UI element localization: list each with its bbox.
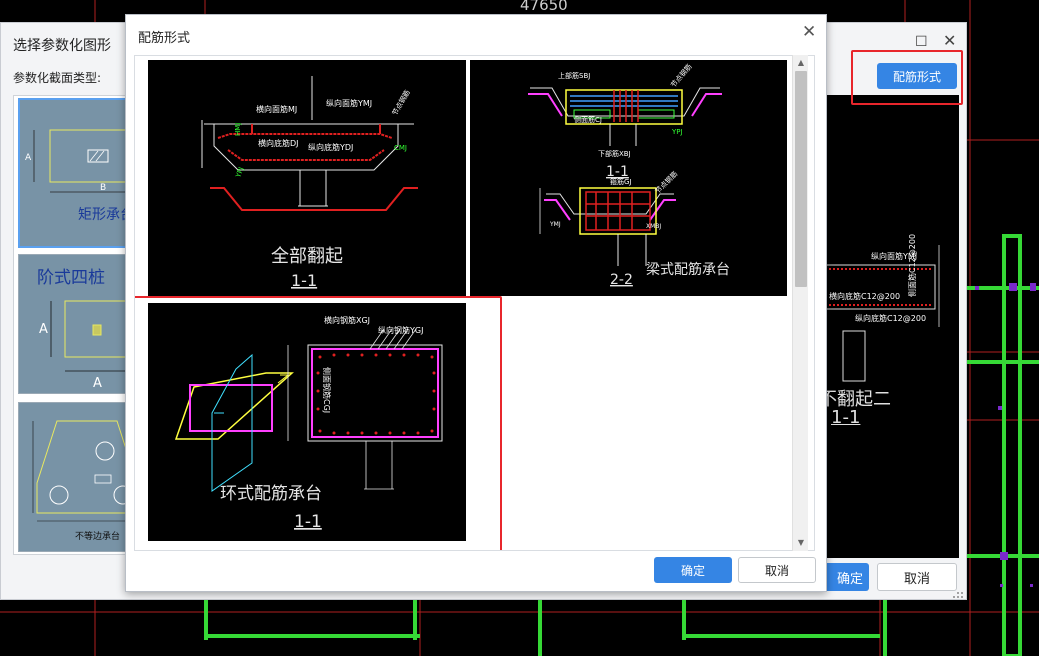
maximize-icon[interactable]: ☐: [915, 34, 928, 50]
dialog-title: 配筋形式: [138, 31, 191, 46]
option-ring-type[interactable]: 横向钢筋XGJ 纵向钢筋YGJ 侧面钢筋CGJ 环式配筋承台 1-1: [148, 303, 466, 541]
annotation-label: 侧面钢筋CGJ: [322, 367, 332, 413]
annotation-label: 侧面筋CJ: [574, 115, 602, 124]
shape-item-stepped-four-pile[interactable]: 阶式四桩 A A: [18, 254, 127, 394]
stepped-shape-icon: A A: [39, 300, 127, 391]
shape-item-label: 矩形承台: [78, 207, 126, 223]
option-full-upturn[interactable]: 横向面筋MJ 纵向面筋YMJ 横向底筋DJ 纵向底筋YDJ CMJ HMJ YP…: [148, 60, 466, 296]
option-section: 1-1: [291, 271, 317, 290]
preview-section: 1-1: [831, 407, 861, 428]
cancel-button[interactable]: 取消: [738, 557, 816, 583]
preview-title: 不翻起二: [819, 389, 891, 410]
highlight-box: [135, 296, 502, 550]
option-title: 全部翻起: [271, 246, 343, 267]
dim-a-label: A: [39, 322, 48, 337]
annotation-label: 侧面筋C12@200: [907, 234, 917, 297]
scroll-down-icon[interactable]: ▼: [797, 538, 805, 547]
shape-item-label: 阶式四桩: [37, 268, 105, 288]
dim-a-label: A: [93, 376, 102, 391]
annotation-label: 横向底筋C12@200: [829, 291, 900, 301]
close-icon[interactable]: ✕: [802, 22, 817, 42]
annotation-label: 箍筋GJ: [610, 177, 632, 186]
shape-item-label: 不等边承台: [75, 532, 121, 542]
reinforcement-form-button[interactable]: 配筋形式: [877, 63, 957, 89]
annotation-label: 纵向底筋C12@200: [855, 313, 926, 323]
annotation-label: 节点钢筋: [653, 169, 679, 195]
ok-button[interactable]: 确定: [654, 557, 732, 583]
annotation-label: 纵向底筋YDJ: [308, 142, 353, 152]
scrollbar-thumb[interactable]: [795, 71, 807, 287]
annotation-label: 横向底筋DJ: [258, 138, 299, 148]
annotation-label: 纵向面筋YMJ: [326, 98, 372, 108]
section-type-label: 参数化截面类型:: [13, 71, 102, 85]
highlight-box: [851, 50, 963, 105]
annotation-label: YPJ: [671, 128, 683, 136]
ok-button[interactable]: 确定: [819, 563, 869, 591]
uneven-shape-icon: [32, 420, 127, 522]
annotation-label: 节点钢筋: [390, 88, 412, 117]
annotation-label: CMJ: [394, 144, 407, 152]
vertical-scrollbar[interactable]: ▲ ▼: [792, 55, 808, 551]
preview-drawing: 纵向面筋YMJ 横向底筋C12@200 纵向底筋C12@200 侧面筋C12@2…: [825, 234, 940, 382]
reinforcement-gallery: 横向面筋MJ 纵向面筋YMJ 横向底筋DJ 纵向底筋YDJ CMJ HMJ YP…: [134, 55, 815, 551]
annotation-label: HMJ: [234, 123, 242, 136]
annotation-label: YPJ: [234, 166, 245, 180]
annotation-label: 纵向面筋YMJ: [871, 251, 917, 261]
shape-item-rectangle[interactable]: A B 矩形承台: [18, 98, 127, 248]
dim-b-label: B: [100, 183, 106, 193]
beam-type-drawing: 上部筋SBJ 侧面筋CJ 下部筋XBJ YPJ 节点钢筋 1-1: [528, 62, 730, 288]
annotation-label: XMBJ: [646, 223, 661, 230]
annotation-label: YMJ: [549, 221, 561, 228]
rectangle-shape-icon: A B: [25, 129, 126, 193]
shape-type-list: A B 矩形承台 阶式四桩 A A: [13, 95, 128, 555]
option-section: 2-2: [610, 272, 633, 288]
option-beam-type[interactable]: 上部筋SBJ 侧面筋CJ 下部筋XBJ YPJ 节点钢筋 1-1: [470, 60, 787, 296]
shape-item-uneven[interactable]: 不等边承台: [18, 402, 127, 552]
ring-type-drawing: 横向钢筋XGJ 纵向钢筋YGJ 侧面钢筋CGJ 环式配筋承台 1-1: [174, 315, 443, 532]
annotation-label: 上部筋SBJ: [558, 71, 590, 80]
cancel-button[interactable]: 取消: [877, 563, 957, 591]
dimension-label: 47650: [520, 0, 568, 14]
dim-a-label: A: [25, 153, 32, 163]
option-title: 梁式配筋承台: [646, 261, 730, 278]
annotation-label: 节点钢筋: [669, 62, 694, 89]
full-upturn-drawing: 横向面筋MJ 纵向面筋YMJ 横向底筋DJ 纵向底筋YDJ CMJ HMJ YP…: [201, 76, 418, 290]
option-section: 1-1: [606, 164, 629, 180]
dialog-title: 选择参数化图形: [13, 38, 111, 54]
annotation-label: 下部筋XBJ: [598, 149, 631, 158]
annotation-label: 横向面筋MJ: [256, 104, 297, 114]
reinforcement-form-dialog: 配筋形式 ✕: [125, 14, 827, 592]
annotation-label: 纵向钢筋YGJ: [378, 325, 423, 335]
option-title: 环式配筋承台: [220, 484, 322, 504]
shape-preview: 纵向面筋YMJ 横向底筋C12@200 纵向底筋C12@200 侧面筋C12@2…: [819, 95, 959, 558]
resize-grip-icon[interactable]: [951, 589, 965, 599]
close-icon[interactable]: ✕: [943, 31, 957, 50]
annotation-label: 横向钢筋XGJ: [324, 315, 370, 325]
option-section: 1-1: [294, 512, 322, 532]
scroll-up-icon[interactable]: ▲: [797, 58, 805, 67]
